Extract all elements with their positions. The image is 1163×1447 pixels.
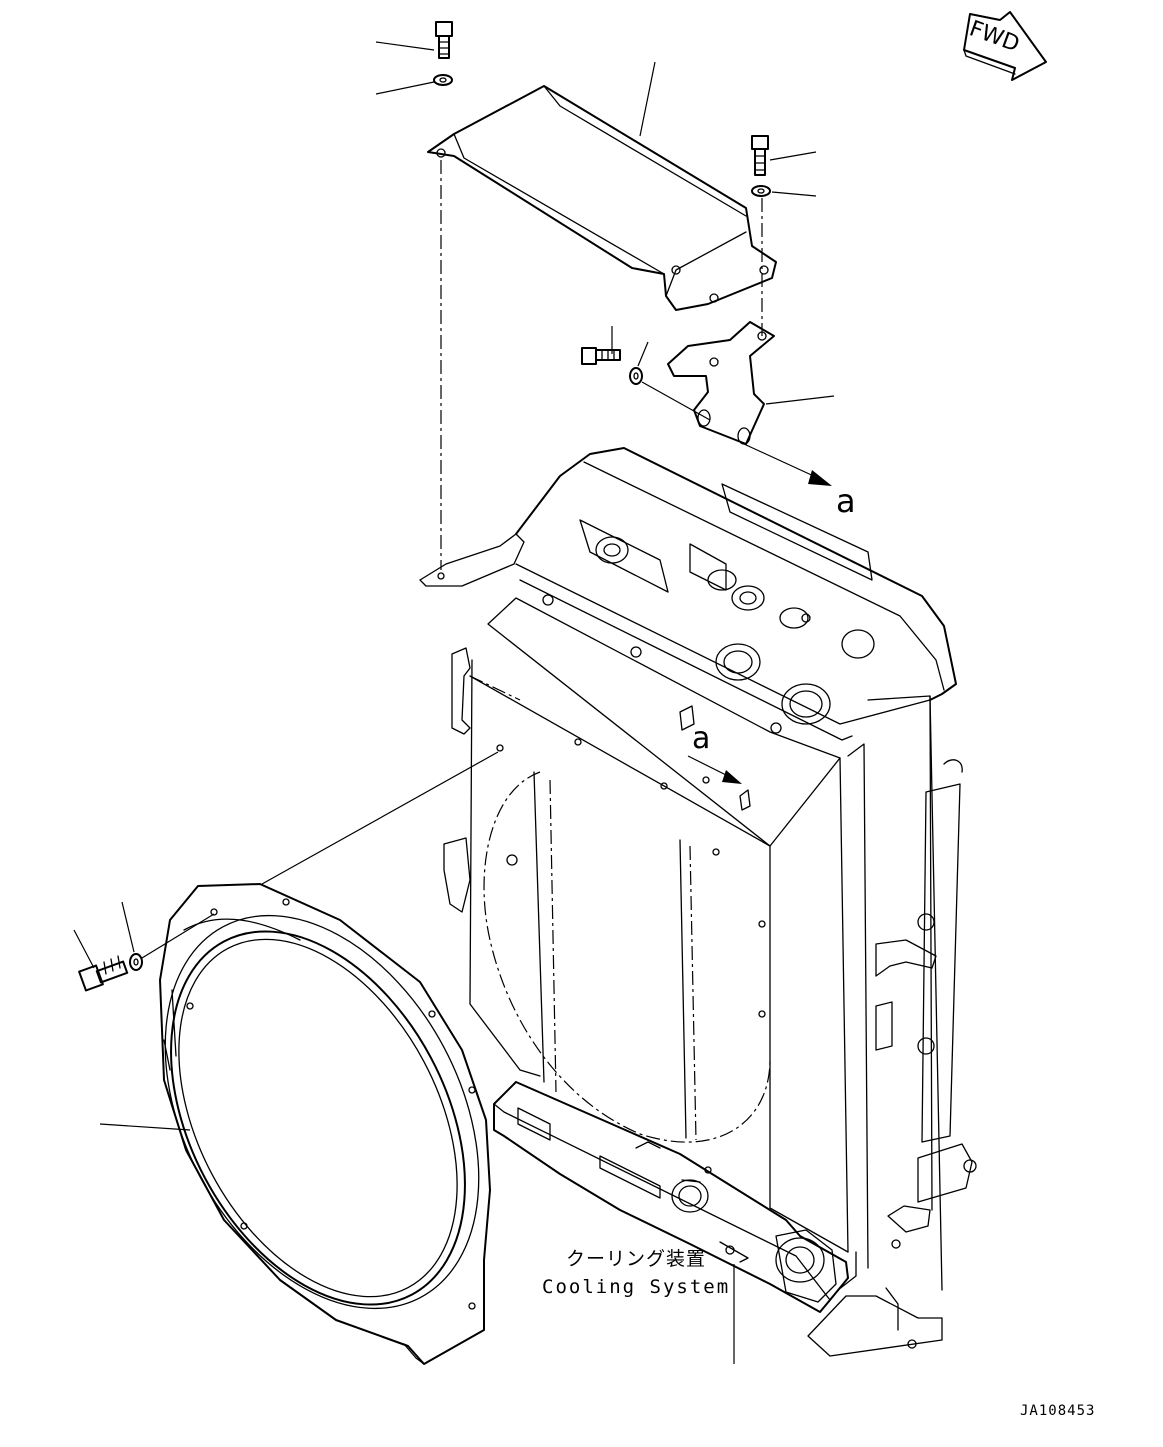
leader-line — [639, 61, 656, 137]
ring-bolt — [78, 955, 129, 992]
leader-line — [141, 913, 215, 959]
bracket-washer — [629, 367, 643, 385]
leader-line — [99, 1123, 191, 1131]
fwd-label: FWD — [966, 16, 1023, 57]
leader-line — [641, 381, 711, 421]
leader-line — [637, 341, 649, 367]
fan-shroud-ring — [159, 883, 491, 1365]
view-arrow-upper — [743, 443, 832, 486]
leader-line — [771, 191, 817, 197]
top-left-washer — [433, 74, 453, 86]
mounting-bracket — [667, 321, 775, 445]
view-arrow-lower — [679, 705, 751, 811]
bracket-bolt — [581, 347, 621, 365]
cap-fittings — [542, 519, 875, 734]
top-right-washer — [751, 185, 771, 197]
top-left-bolt — [435, 21, 453, 59]
radiator-assembly — [419, 447, 977, 1357]
leader-line — [375, 81, 435, 95]
radiator-top-cover — [427, 85, 777, 311]
fwd-arrow-icon: FWD — [963, 11, 1047, 81]
ring-washer — [129, 953, 143, 971]
view-ref-lower: a — [692, 721, 711, 756]
leader-line — [765, 395, 835, 405]
leader-line — [121, 901, 135, 953]
top-right-bolt — [751, 135, 769, 176]
drawing-id: JA108453 — [1020, 1403, 1096, 1419]
leader-line — [261, 751, 499, 885]
view-ref-upper: a — [836, 482, 856, 520]
leader-line — [375, 41, 435, 51]
leader-line — [73, 929, 95, 969]
caption-english: Cooling System — [542, 1276, 731, 1298]
caption-japanese: クーリング装置 — [566, 1248, 707, 1270]
leader-line — [769, 151, 817, 161]
